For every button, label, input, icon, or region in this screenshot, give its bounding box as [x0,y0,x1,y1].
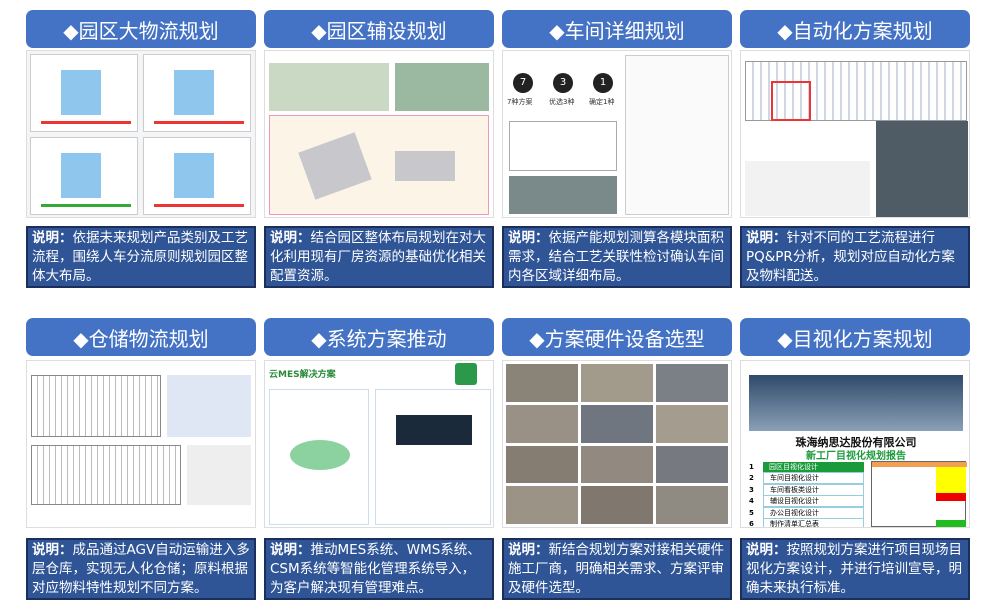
automation-layout-image [740,50,970,218]
card-title: ◆方案硬件设备选型 [502,318,732,356]
meeting-photos-image [502,360,732,528]
step-3: 3 [553,73,573,93]
menu-num: 6 [749,520,754,528]
mes-solution-image: 云MES解决方案 [264,360,494,528]
desc-label: 说明： [270,542,311,558]
menu-num: 1 [749,462,754,471]
desc-label: 说明： [32,230,73,246]
card-description: 说明：依据未来规划产品类别及工艺流程，围绕人车分流原则规划园区整体大布局。 [26,226,256,288]
desc-text: 推动MES系统、WMS系统、CSM系统等智能化管理系统导入，为客户解决现有管理难… [270,542,481,596]
card-description: 说明：结合园区整体布局规划在对大化利用现有厂房资源的基础优化相关配置资源。 [264,226,494,288]
menu-item: 车间看板类设计 [763,483,864,496]
menu-item: 园区目视化设计 [763,461,864,472]
menu-item: 车间目视化设计 [763,472,864,485]
menu-num: 4 [749,497,754,506]
workshop-planning-image: 7 3 1 7种方案 优选3种 确定1种 [502,50,732,218]
card-campus-facilities: ◆园区辅设规划 说明：结合园区整体布局规划在对大化利用现有厂房资源的基础优化相关… [264,10,494,288]
card-description: 说明：依据产能规划测算各模块面积需求，结合工艺关联性检讨确认车间内各区域详细布局… [502,226,732,288]
card-title: ◆园区辅设规划 [264,10,494,48]
card-description: 说明：成品通过AGV自动运输进入多层仓库，实现无人化仓储；原料根据对应物料特性规… [26,538,256,600]
mes-title: 云MES解决方案 [269,370,336,380]
card-title: ◆车间详细规划 [502,10,732,48]
card-title: ◆园区大物流规划 [26,10,256,48]
desc-text: 针对不同的工艺流程进行PQ&PR分析，规划对应自动化方案及物料配送。 [746,230,955,284]
visual-report-image: 珠海纳思达股份有限公司 新工厂目视化规划报告 1 园区目视化设计 2 车间目视化设计… [740,360,970,528]
card-title: ◆自动化方案规划 [740,10,970,48]
card-system-solution: ◆系统方案推动 云MES解决方案 说明：推动MES系统、WMS系统、CSM系统等… [264,318,494,600]
card-automation-planning: ◆自动化方案规划 说明：针对不同的工艺流程进行PQ&PR分析，规划对应自动化方案… [740,10,970,288]
company-name: 珠海纳思达股份有限公司 [795,436,917,449]
facilities-layout-image [264,50,494,218]
card-description: 说明：推动MES系统、WMS系统、CSM系统等智能化管理系统导入，为客户解决现有… [264,538,494,600]
desc-text: 依据未来规划产品类别及工艺流程，围绕人车分流原则规划园区整体大布局。 [32,230,248,284]
card-description: 说明：针对不同的工艺流程进行PQ&PR分析，规划对应自动化方案及物料配送。 [740,226,970,288]
step-7: 7 [513,73,533,93]
desc-label: 说明： [270,230,311,246]
report-menu: 1 园区目视化设计 2 车间目视化设计 3 车间看板类设计 4 辅设目视化设计 5 办公目… [749,461,864,528]
step-label: 7种方案 [507,98,533,106]
card-visual-management: ◆目视化方案规划 珠海纳思达股份有限公司 新工厂目视化规划报告 1 园区目视化设计… [740,318,970,600]
card-hardware-selection: ◆方案硬件设备选型 说明：新结合规划方案对接相关硬件施工厂商，明确相关需求、方案… [502,318,732,600]
desc-label: 说明： [746,542,787,558]
step-label: 确定1种 [589,98,615,106]
step-label: 优选3种 [549,98,575,106]
desc-text: 成品通过AGV自动运输进入多层仓库，实现无人化仓储；原料根据对应物料特性规划不同… [32,542,250,596]
warehouse-layout-image [26,360,256,528]
card-workshop-planning: ◆车间详细规划 7 3 1 7种方案 优选3种 确定1种 说明：依据产能规划测算… [502,10,732,288]
desc-label: 说明： [746,230,787,246]
menu-item: 辅设目视化设计 [763,495,864,508]
step-1: 1 [593,73,613,93]
menu-num: 2 [749,474,754,483]
desc-label: 说明： [508,230,549,246]
menu-num: 3 [749,485,754,494]
report-title: 新工厂目视化规划报告 [806,451,906,462]
desc-text: 结合园区整体布局规划在对大化利用现有厂房资源的基础优化相关配置资源。 [270,230,486,284]
menu-item: 制作清单汇总表 [763,518,864,527]
desc-label: 说明： [32,542,73,558]
card-title: ◆系统方案推动 [264,318,494,356]
card-campus-logistics: ◆园区大物流规划 说明：依据未来规划产品类别及工艺流程，围绕人车分流原则规划园区… [26,10,256,288]
card-title: ◆目视化方案规划 [740,318,970,356]
campus-layout-image [26,50,256,218]
menu-item: 办公目视化设计 [763,506,864,519]
card-warehouse-logistics: ◆仓储物流规划 说明：成品通过AGV自动运输进入多层仓库，实现无人化仓储；原料根… [26,318,256,600]
card-description: 说明：按照规划方案进行项目现场目视化方案设计，并进行培训宣导，明确未来执行标准。 [740,538,970,600]
card-title: ◆仓储物流规划 [26,318,256,356]
card-description: 说明：新结合规划方案对接相关硬件施工厂商，明确相关需求、方案评审及硬件选型。 [502,538,732,600]
menu-num: 5 [749,508,754,517]
desc-label: 说明： [508,542,549,558]
desc-text: 依据产能规划测算各模块面积需求，结合工艺关联性检讨确认车间内各区域详细布局。 [508,230,724,284]
desc-text: 新结合规划方案对接相关硬件施工厂商，明确相关需求、方案评审及硬件选型。 [508,542,724,596]
desc-text: 按照规划方案进行项目现场目视化方案设计，并进行培训宣导，明确未来执行标准。 [746,542,962,596]
